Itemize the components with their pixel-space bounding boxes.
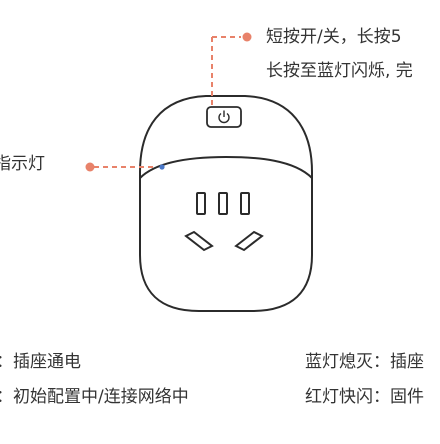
legend-right-row2: 红灯快闪：固件 — [305, 387, 424, 407]
power-button — [206, 106, 242, 128]
socket-three-pin — [196, 192, 250, 215]
callout-dot-indicator — [85, 162, 95, 172]
socket-two-pin — [184, 230, 264, 252]
legend-left-row1: ：插座通电 — [0, 352, 81, 372]
callout-leader-power — [211, 36, 241, 106]
callout-power-button-line2: 长按至蓝灯闪烁, 完 — [266, 61, 413, 81]
power-icon — [218, 110, 230, 124]
callout-indicator-label: 指示灯 — [0, 154, 45, 174]
callout-power-button-line1: 短按开/关，长按5 — [266, 27, 402, 47]
callout-dot-power — [242, 32, 252, 42]
legend-left-row2: ：初始配置中/连接网络中 — [0, 387, 189, 407]
indicator-light — [159, 164, 165, 170]
legend-right-row1: 蓝灯熄灭：插座 — [305, 352, 424, 372]
